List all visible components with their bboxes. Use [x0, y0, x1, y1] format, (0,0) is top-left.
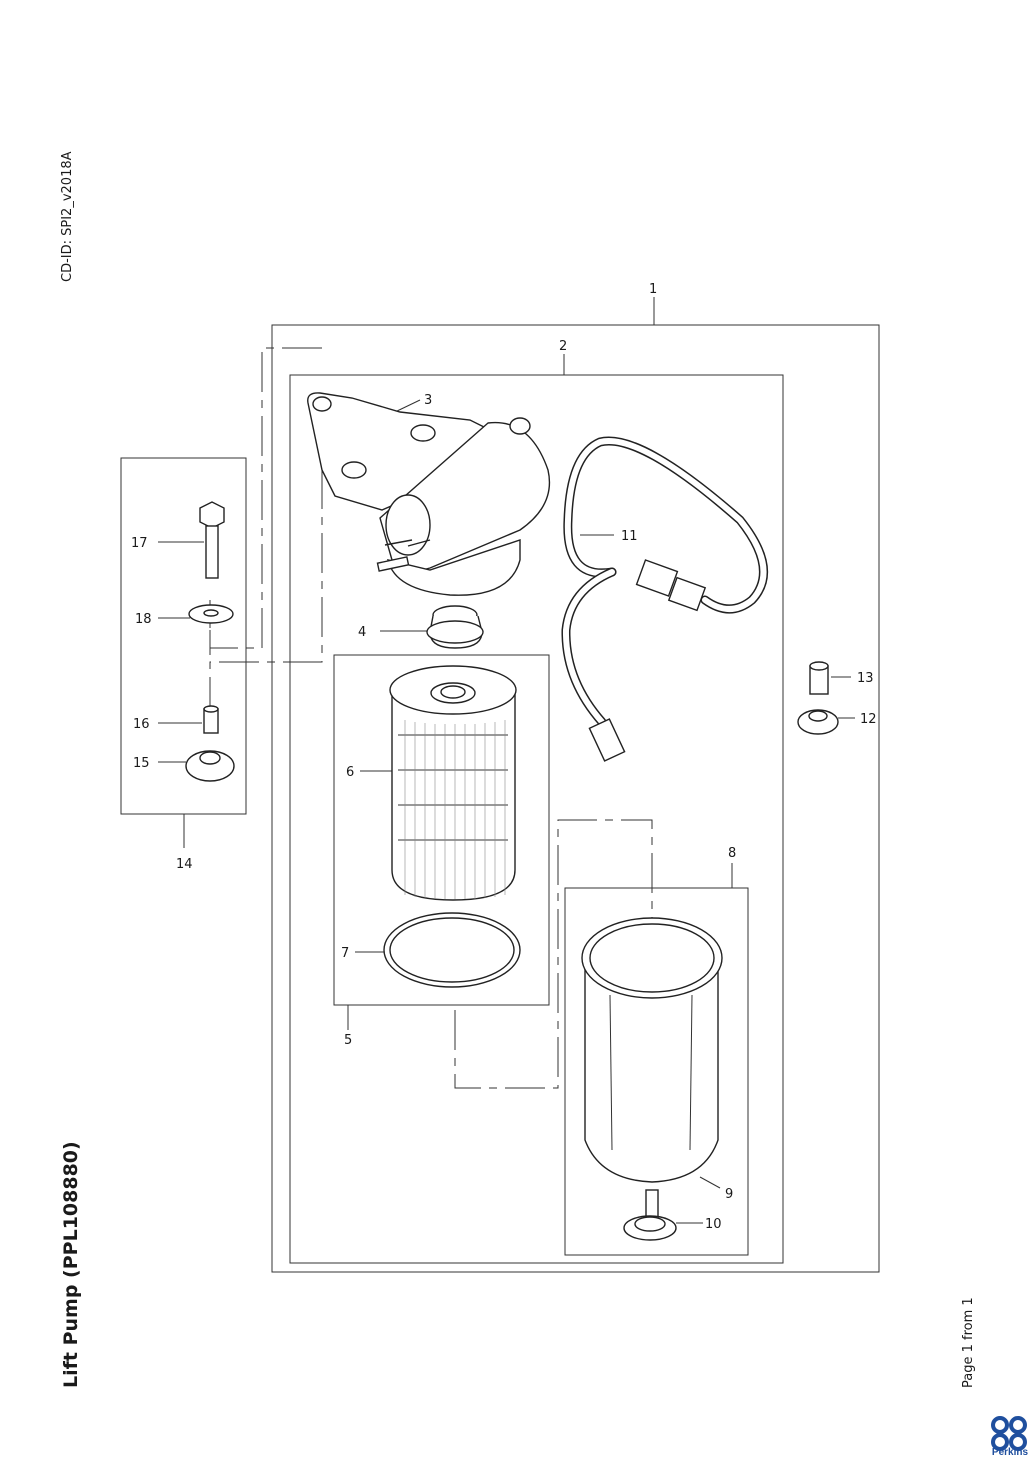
callout-7: 7: [341, 946, 349, 961]
leader-lines: [158, 297, 855, 1224]
assembly-center-lines: [209, 347, 653, 1089]
callout-6: 6: [346, 765, 354, 780]
wiring-harness-part-11: [561, 436, 769, 762]
callout-3: 3: [424, 393, 432, 408]
assembly-box-1: [271, 324, 880, 1273]
callout-12: 12: [860, 712, 877, 727]
drain-plug-part-10: [623, 1189, 677, 1241]
callout-14: 14: [176, 857, 193, 872]
grommet-part-12: [797, 709, 839, 735]
callout-17: 17: [131, 536, 148, 551]
callout-2: 2: [559, 339, 567, 354]
perkins-logo-icon: [991, 1416, 1027, 1451]
callout-8: 8: [728, 846, 736, 861]
filter-element-part-6: [389, 665, 517, 901]
sleeve-part-16: [203, 705, 219, 734]
kit-box-8: [564, 887, 749, 1256]
callout-18: 18: [135, 612, 152, 627]
bolt-part-17: [199, 501, 225, 579]
callout-4: 4: [358, 625, 366, 640]
callout-16: 16: [133, 717, 150, 732]
bowl-part-9: [581, 917, 723, 1183]
assembly-box-2: [289, 374, 784, 1264]
lift-pump-part-3: [307, 392, 551, 596]
grommet-part-15: [185, 750, 235, 782]
callout-10: 10: [705, 1217, 722, 1232]
adapter-part-4: [426, 605, 484, 649]
callout-15: 15: [133, 756, 150, 771]
callout-5: 5: [344, 1033, 352, 1048]
callout-13: 13: [857, 671, 874, 686]
callout-9: 9: [725, 1187, 733, 1202]
washer-part-18: [188, 604, 234, 624]
callout-labels: 1 2 3 4 5 6 7 8 9 10 11 12 13 14 15 16 1…: [131, 282, 877, 1232]
sleeve-part-13: [809, 661, 829, 695]
o-ring-part-7: [383, 912, 521, 988]
callout-11: 11: [621, 529, 638, 544]
kit-box-5: [333, 654, 550, 1006]
brand-name: Perkins: [991, 1447, 1029, 1458]
callout-1: 1: [649, 282, 657, 297]
